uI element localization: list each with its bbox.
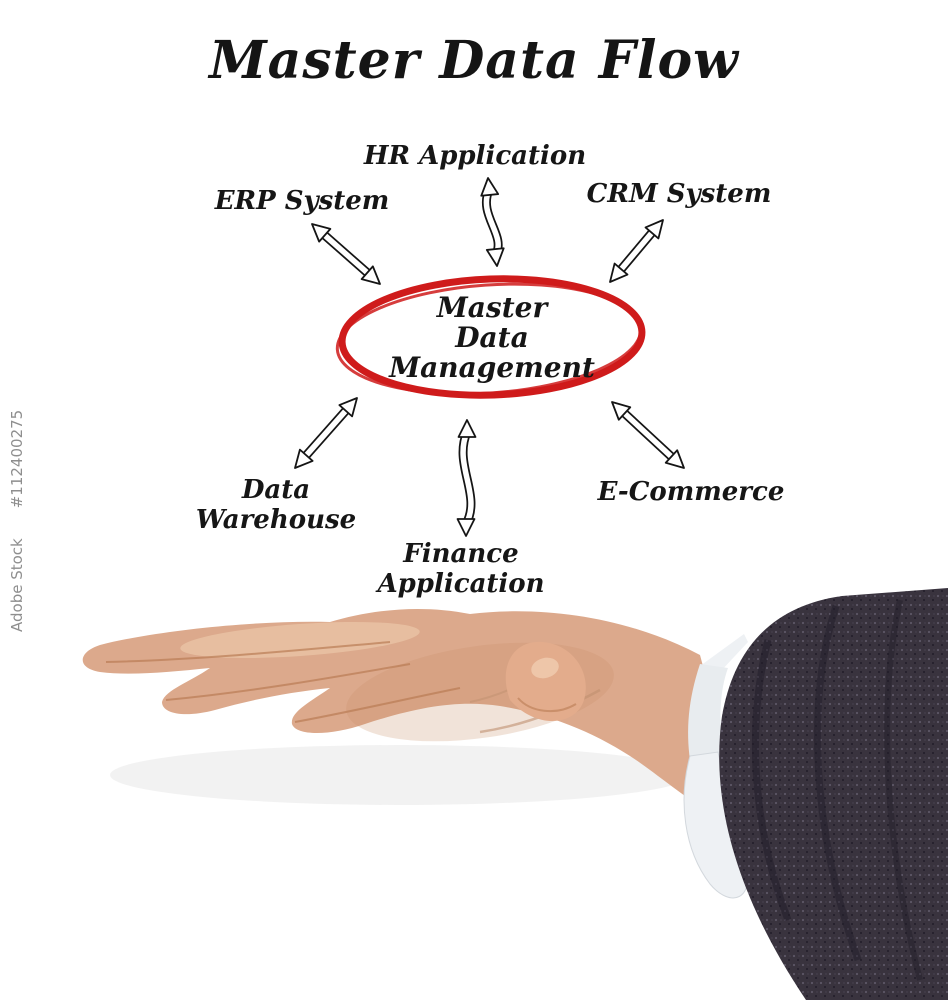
sleeve-shape <box>719 588 948 1000</box>
sleeve-fold <box>884 599 923 981</box>
arrow-erp <box>311 223 381 285</box>
watermark-brand: Adobe Stock <box>8 538 26 632</box>
node-e-commerce: E-Commerce <box>597 477 785 507</box>
node-data-warehouse-line1: Data <box>241 475 311 505</box>
knuckle-highlight <box>180 621 420 659</box>
shirt-cuff <box>683 634 749 899</box>
finger-separator <box>105 641 391 663</box>
hand-shadow <box>110 745 690 805</box>
watermark-id: #112400275 <box>8 409 26 509</box>
mdm-ellipse-ring-sketch <box>335 282 643 396</box>
arrow-hr <box>480 177 505 267</box>
thumb-nail <box>531 657 559 679</box>
thumb <box>505 641 586 722</box>
finger-separator <box>165 663 411 701</box>
mdm-line1: Master <box>436 291 548 324</box>
arrow-data-warehouse <box>294 397 358 469</box>
suit-sleeve <box>719 588 948 1000</box>
cuff-band <box>688 664 728 760</box>
mdm-line2: Data <box>455 321 529 354</box>
mdm-line3: Management <box>389 351 595 384</box>
node-finance-application-line2: Application <box>377 569 545 599</box>
watermark: Adobe Stock #112400275 <box>8 410 26 632</box>
node-finance-application-line1: Finance <box>403 539 519 569</box>
arrow-finance <box>456 419 477 537</box>
page-title: Master Data Flow <box>209 30 739 91</box>
cuff-top-sliver <box>700 634 748 672</box>
node-hr-application: HR Application <box>363 141 587 171</box>
node-finance-application: Finance Application <box>377 539 544 599</box>
sleeve-fold <box>814 604 862 962</box>
hand-photo <box>82 588 948 1000</box>
sleeve-fold <box>751 639 792 922</box>
finger-separator <box>294 687 461 723</box>
node-erp-system: ERP System <box>214 186 390 216</box>
node-data-warehouse-line2: Warehouse <box>195 505 357 535</box>
node-crm-system: CRM System <box>586 179 772 209</box>
thumb-shape <box>505 641 586 722</box>
arrow-crm <box>609 219 664 283</box>
hand <box>82 608 713 810</box>
mdm-ellipse <box>335 275 646 399</box>
mdm-center-label: Master Data Management <box>389 293 595 383</box>
thumb-crease <box>517 697 577 713</box>
arrow-ecommerce <box>611 401 685 469</box>
node-data-warehouse: Data Warehouse <box>196 475 356 535</box>
